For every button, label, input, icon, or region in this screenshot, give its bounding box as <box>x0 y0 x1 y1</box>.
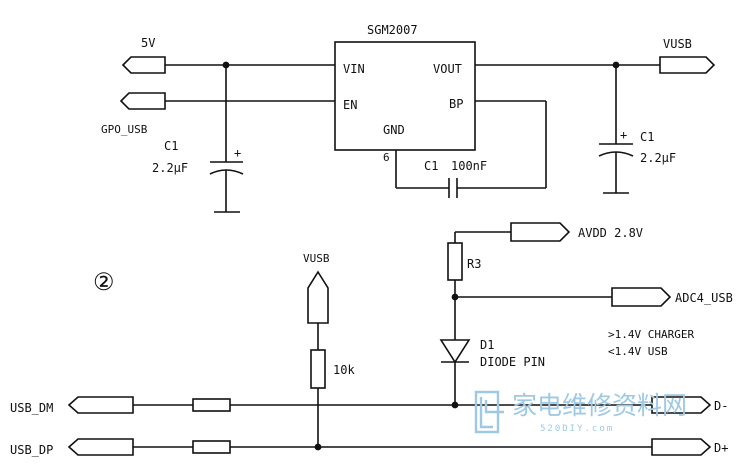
cap-bp-name: C1 <box>424 159 438 173</box>
port-usb-dm-arrow <box>67 396 134 414</box>
resistor-10k <box>310 349 326 389</box>
watermark: 家电维修资料网 520DIY.com <box>474 390 687 434</box>
resistor-dp-series <box>192 440 231 454</box>
junction-dot <box>451 401 459 409</box>
pin-gnd-number: 6 <box>383 151 390 164</box>
ldo-ic-body <box>334 41 476 151</box>
port-vusb-out-label: VUSB <box>663 37 692 51</box>
port-5v-label: 5V <box>141 36 155 50</box>
cap-out-polarity: + <box>620 128 627 142</box>
port-usb-dp-arrow <box>67 438 134 456</box>
port-d-plus-arrow <box>651 438 712 456</box>
port-gpo-usb-arrow <box>119 92 166 110</box>
resistor-r3-label: R3 <box>467 257 481 271</box>
diode-desc: DIODE PIN <box>480 355 545 369</box>
pin-en-label: EN <box>343 98 357 112</box>
cap-in-value: 2.2μF <box>152 161 188 175</box>
port-vusb-in-label: VUSB <box>303 252 330 265</box>
section-marker: ② <box>93 268 115 296</box>
port-gpo-usb-label: GPO_USB <box>101 123 148 136</box>
cap-out-name: C1 <box>640 130 654 144</box>
pin-vin-label: VIN <box>343 62 365 76</box>
port-d-minus-arrow <box>651 396 712 414</box>
port-d-minus-label: D- <box>714 399 728 413</box>
diode-name: D1 <box>480 338 494 352</box>
watermark-cn-text: 家电维修资料网 <box>512 391 687 420</box>
port-vusb-out-arrow <box>659 56 716 74</box>
port-d-plus-label: D+ <box>714 441 728 455</box>
watermark-logo-icon <box>474 390 504 434</box>
resistor-dm-series <box>192 398 231 412</box>
port-usb-dm-label: USB_DM <box>10 401 53 415</box>
port-adc-arrow <box>611 287 672 307</box>
port-vusb-in-arrow <box>307 270 329 324</box>
cap-in-polarity: + <box>234 146 241 160</box>
usb-section: ② VUSB 10k AVDD 2.8V R3 ADC4_USB >1.4V C… <box>10 222 733 457</box>
port-5v-arrow <box>121 56 166 74</box>
resistor-10k-label: 10k <box>333 363 355 377</box>
diode-d1 <box>439 339 471 364</box>
note-charger: >1.4V CHARGER <box>608 328 694 341</box>
port-avdd-arrow <box>510 222 571 242</box>
pin-vout-label: VOUT <box>433 62 462 76</box>
cap-bp-value: 100nF <box>451 159 487 173</box>
resistor-r3 <box>447 242 463 281</box>
note-usb: <1.4V USB <box>608 345 668 358</box>
pin-gnd-label: GND <box>383 123 405 137</box>
cap-out-value: 2.2μF <box>640 151 676 165</box>
cap-in-name: C1 <box>164 139 178 153</box>
port-usb-dp-label: USB_DP <box>10 443 53 457</box>
watermark-url-text: 520DIY.com <box>540 424 614 434</box>
port-adc-label: ADC4_USB <box>675 291 733 305</box>
port-avdd-label: AVDD 2.8V <box>578 226 643 240</box>
ldo-section: SGM2007 VIN EN VOUT BP GND 6 5V GPO_USB … <box>101 23 716 213</box>
pin-bp-label: BP <box>449 97 463 111</box>
ldo-ic-name: SGM2007 <box>367 23 418 37</box>
